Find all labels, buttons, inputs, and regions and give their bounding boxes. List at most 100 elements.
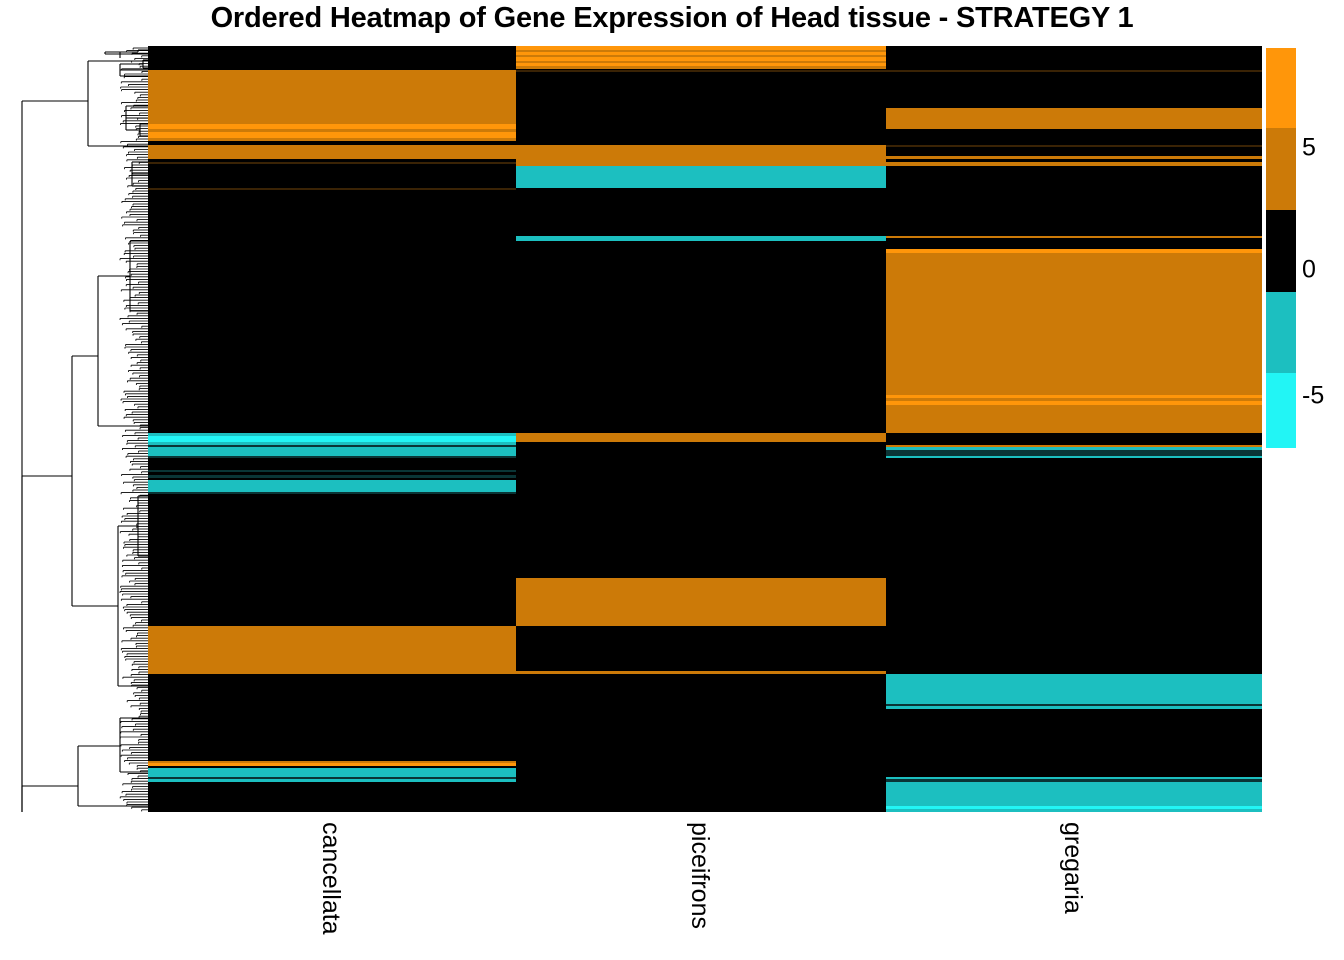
heatmap-cell[interactable]	[148, 241, 516, 249]
heatmap-cell[interactable]	[148, 66, 516, 69]
heatmap-cell[interactable]	[516, 480, 886, 492]
heatmap-cell[interactable]	[516, 436, 886, 442]
heatmap-cell[interactable]	[886, 156, 1262, 159]
heatmap-cell[interactable]	[516, 147, 886, 156]
heatmap-cell[interactable]	[886, 249, 1262, 253]
heatmap-cell[interactable]	[148, 626, 516, 671]
heatmap-cell[interactable]	[516, 674, 886, 704]
heatmap-cell[interactable]	[886, 170, 1262, 188]
heatmap-cell[interactable]	[148, 190, 516, 236]
heatmap-cell[interactable]	[516, 63, 886, 66]
heatmap-cell[interactable]	[516, 55, 886, 57]
heatmap-cell[interactable]	[148, 458, 516, 470]
heatmap-cell[interactable]	[516, 52, 886, 55]
heatmap-cell[interactable]	[148, 706, 516, 709]
heatmap-cell[interactable]	[886, 129, 1262, 132]
heatmap-cell[interactable]	[886, 124, 1262, 129]
heatmap-cell[interactable]	[148, 578, 516, 626]
heatmap-cell[interactable]	[516, 447, 886, 450]
heatmap-cell[interactable]	[148, 52, 516, 55]
heatmap-cell[interactable]	[148, 72, 516, 108]
heatmap-cell[interactable]	[516, 768, 886, 777]
heatmap-cell[interactable]	[886, 475, 1262, 478]
heatmap-cell[interactable]	[148, 236, 516, 238]
heatmap-cell[interactable]	[516, 470, 886, 472]
heatmap-cell[interactable]	[886, 784, 1262, 806]
heatmap-cell[interactable]	[886, 138, 1262, 141]
heatmap-cell[interactable]	[886, 405, 1262, 433]
heatmap-cell[interactable]	[886, 766, 1262, 768]
heatmap-cell[interactable]	[148, 57, 516, 61]
heatmap-cell[interactable]	[886, 145, 1262, 147]
heatmap-cell[interactable]	[516, 72, 886, 108]
heatmap-cell[interactable]	[886, 401, 1262, 405]
heatmap-cell[interactable]	[516, 626, 886, 671]
heatmap-cell[interactable]	[886, 470, 1262, 472]
heatmap-cell[interactable]	[886, 61, 1262, 63]
heatmap-cell[interactable]	[516, 46, 886, 50]
heatmap-grid[interactable]	[148, 46, 1262, 812]
heatmap-cell[interactable]	[148, 145, 516, 147]
heatmap-cell[interactable]	[516, 433, 886, 436]
heatmap-cell[interactable]	[886, 777, 1262, 779]
heatmap-cell[interactable]	[886, 69, 1262, 70]
heatmap-cell[interactable]	[886, 450, 1262, 456]
heatmap-cell[interactable]	[148, 763, 516, 766]
heatmap-cell[interactable]	[886, 445, 1262, 447]
heatmap-cell[interactable]	[886, 162, 1262, 164]
heatmap-cell[interactable]	[516, 709, 886, 761]
heatmap-cell[interactable]	[516, 124, 886, 129]
heatmap-cell[interactable]	[886, 456, 1262, 458]
heatmap-cells[interactable]	[148, 46, 1262, 812]
heatmap-cell[interactable]	[516, 578, 886, 626]
heatmap-cell[interactable]	[886, 395, 1262, 398]
heatmap-cell[interactable]	[516, 188, 886, 190]
heatmap-cell[interactable]	[886, 779, 1262, 782]
heatmap-cell[interactable]	[886, 480, 1262, 492]
heatmap-cell[interactable]	[886, 763, 1262, 766]
heatmap-cell[interactable]	[516, 472, 886, 475]
heatmap-cell[interactable]	[886, 52, 1262, 55]
heatmap-cell[interactable]	[148, 156, 516, 159]
heatmap-cell[interactable]	[516, 162, 886, 164]
heatmap-cell[interactable]	[148, 768, 516, 777]
heatmap-cell[interactable]	[886, 190, 1262, 236]
heatmap-cell[interactable]	[148, 46, 516, 50]
heatmap-cell[interactable]	[886, 492, 1262, 494]
heatmap-cell[interactable]	[516, 166, 886, 170]
heatmap-cell[interactable]	[886, 164, 1262, 166]
heatmap-cell[interactable]	[886, 72, 1262, 108]
heatmap-cell[interactable]	[886, 472, 1262, 475]
heatmap-cell[interactable]	[148, 405, 516, 433]
heatmap-cell[interactable]	[148, 108, 516, 110]
heatmap-cell[interactable]	[148, 779, 516, 782]
heatmap-cell[interactable]	[516, 458, 886, 470]
heatmap-cell[interactable]	[516, 108, 886, 110]
heatmap-cell[interactable]	[886, 63, 1262, 66]
heatmap-cell[interactable]	[148, 238, 516, 241]
heatmap-cell[interactable]	[886, 578, 1262, 626]
heatmap-cell[interactable]	[886, 50, 1262, 52]
heatmap-cell[interactable]	[886, 46, 1262, 50]
heatmap-cell[interactable]	[886, 706, 1262, 709]
heatmap-cell[interactable]	[516, 141, 886, 145]
heatmap-cell[interactable]	[148, 494, 516, 578]
heatmap-cell[interactable]	[516, 704, 886, 706]
heatmap-cell[interactable]	[148, 69, 516, 70]
heatmap-cell[interactable]	[886, 674, 1262, 704]
heatmap-cell[interactable]	[886, 442, 1262, 445]
heatmap-cell[interactable]	[886, 236, 1262, 238]
heatmap-cell[interactable]	[148, 138, 516, 141]
heatmap-cell[interactable]	[886, 433, 1262, 436]
heatmap-cell[interactable]	[516, 132, 886, 138]
heatmap-cell[interactable]	[886, 147, 1262, 156]
heatmap-cell[interactable]	[148, 445, 516, 447]
heatmap-cell[interactable]	[516, 236, 886, 238]
heatmap-cell[interactable]	[148, 766, 516, 768]
heatmap-cell[interactable]	[516, 190, 886, 236]
heatmap-cell[interactable]	[516, 494, 886, 578]
heatmap-cell[interactable]	[516, 70, 886, 72]
heatmap-cell[interactable]	[516, 445, 886, 447]
heatmap-cell[interactable]	[148, 129, 516, 132]
heatmap-cell[interactable]	[516, 405, 886, 433]
